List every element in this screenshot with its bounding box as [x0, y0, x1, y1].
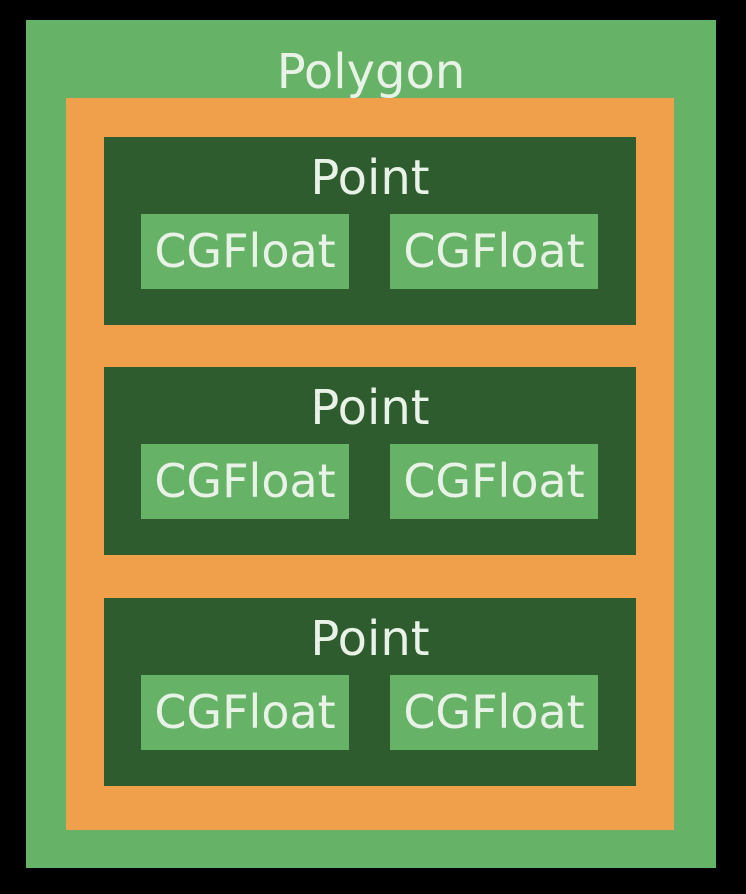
point-1-x-cgfloat: CGFloat [141, 214, 349, 289]
point-box-3: Point CGFloat CGFloat [104, 598, 636, 786]
point-box-2: Point CGFloat CGFloat [104, 367, 636, 555]
polygon-box: Polygon Point CGFloat CGFloat Point CGFl… [26, 20, 716, 868]
point-label-3: Point [310, 611, 430, 667]
point-3-y-cgfloat: CGFloat [390, 675, 598, 750]
polygon-label: Polygon [276, 44, 466, 100]
point-2-y-cgfloat: CGFloat [390, 444, 598, 519]
point-2-x-cgfloat: CGFloat [141, 444, 349, 519]
point-1-y-cgfloat: CGFloat [390, 214, 598, 289]
point-3-x-cgfloat: CGFloat [141, 675, 349, 750]
point-label-2: Point [310, 380, 430, 436]
point-box-1: Point CGFloat CGFloat [104, 137, 636, 325]
point-label-1: Point [310, 150, 430, 206]
points-array-box: Point CGFloat CGFloat Point CGFloat CGFl… [66, 98, 674, 830]
